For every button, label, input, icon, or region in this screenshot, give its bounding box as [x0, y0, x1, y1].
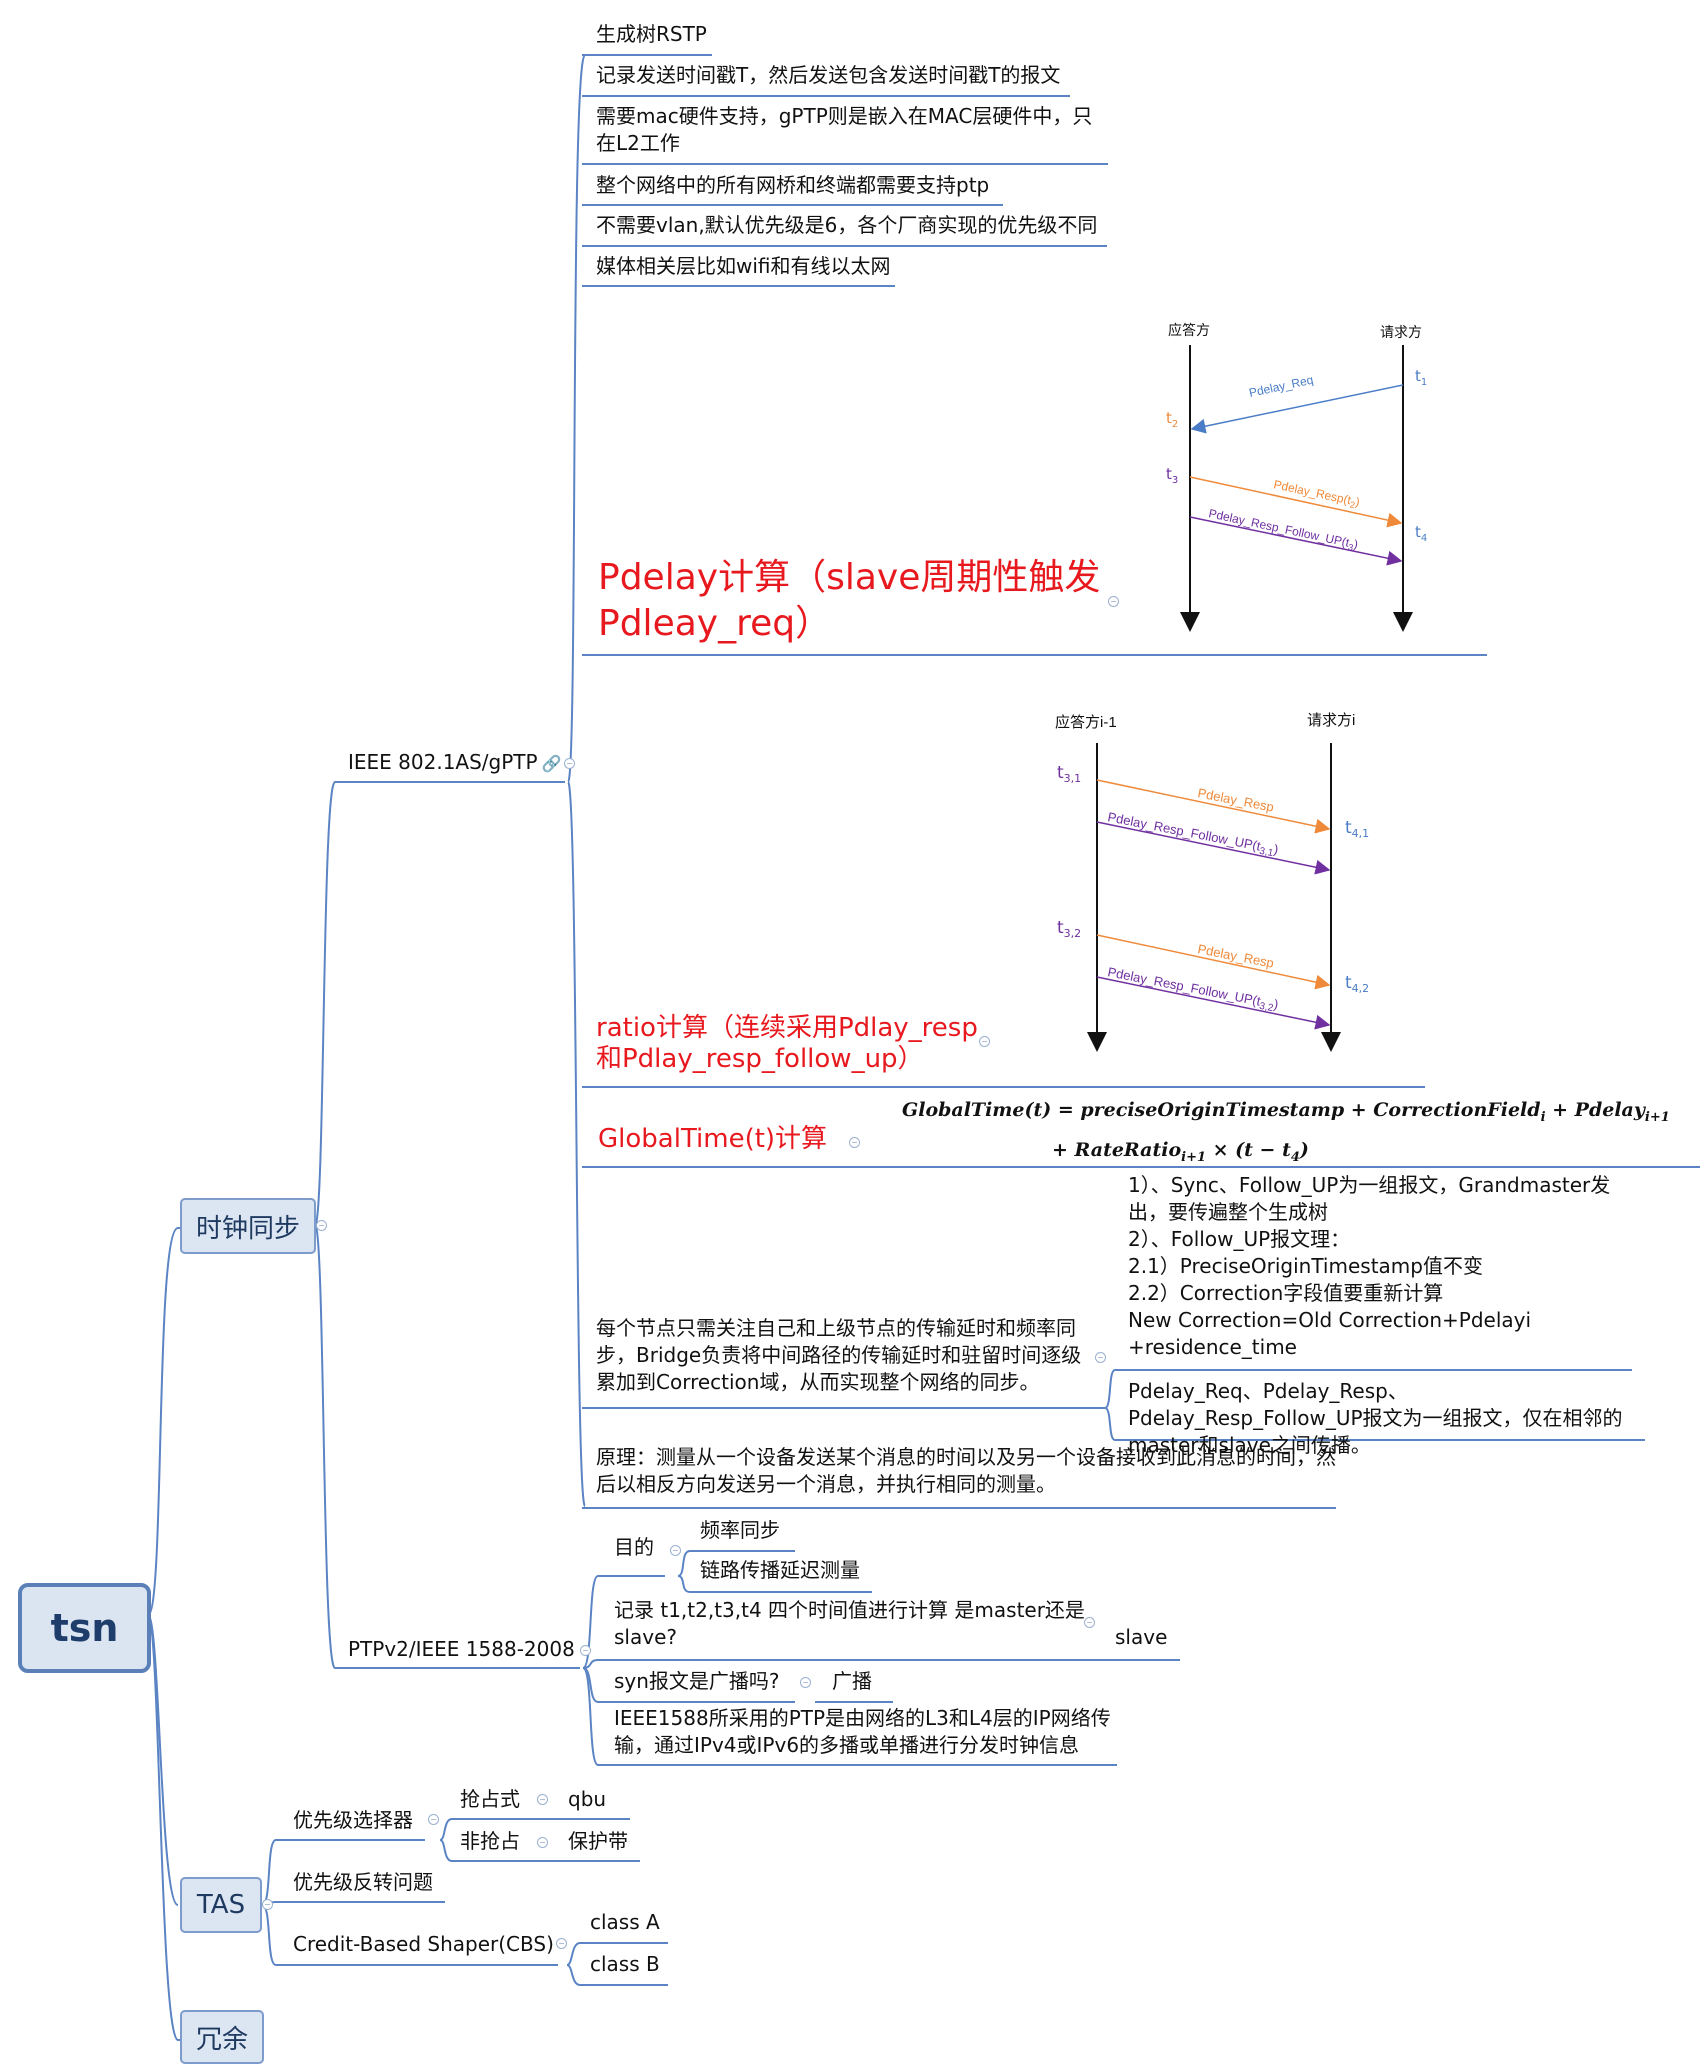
tas-preemptive-value[interactable]: qbu [568, 1787, 607, 1811]
sync-line: 2）、Follow_UP报文理： [1128, 1227, 1351, 1251]
ptp-record-answer[interactable]: slave [1115, 1625, 1168, 1649]
collapse-toggle-icon[interactable]: − [670, 1545, 681, 1556]
pdelay-resp-arrow [1189, 476, 1403, 528]
collapse-toggle-icon[interactable]: − [556, 1938, 567, 1949]
tas-cbs-class-b[interactable]: class B [590, 1952, 660, 1976]
t41-label: t4,1 [1345, 818, 1369, 840]
pdelay-sequence-diagram: 应答方 请求方 t1 t2 t3 t4 Pdelay_Req Pdelay_Re… [1166, 322, 1427, 632]
collapse-toggle-icon[interactable]: − [979, 1036, 990, 1047]
formula-line-2: + RateRatioi+1 × (t − t4) [1052, 1138, 1309, 1165]
collapse-toggle-icon[interactable]: − [537, 1837, 548, 1848]
node-clock-sync[interactable]: 时钟同步 [180, 1198, 316, 1254]
gptp-item-media[interactable]: 媒体相关层比如wifi和有线以太网 [596, 254, 891, 278]
pdelay-follow-label: Pdelay_Resp_Follow_UP(t3) [1207, 506, 1359, 553]
ptp-purpose-delay[interactable]: 链路传播延迟测量 [700, 1558, 860, 1582]
globaltime-formula: GlobalTime(t) = preciseOriginTimestamp +… [902, 1094, 1670, 1174]
principle-text[interactable]: 原理：测量从一个设备发送某个消息的时间以及另一个设备接收到此消息的时间，然后以相… [596, 1445, 1336, 1496]
gptp-item-vlan[interactable]: 不需要vlan,默认优先级是6，各个厂商实现的优先级不同 [596, 213, 1098, 237]
each-node-text[interactable]: 每个节点只需关注自己和上级节点的传输延时和频率同步，Bridge负责将中间路径的… [596, 1316, 1082, 1394]
pdelay-resp-arrow-1 [1096, 779, 1331, 834]
collapse-toggle-icon[interactable]: − [1095, 1352, 1106, 1363]
collapse-toggle-icon[interactable]: − [537, 1794, 548, 1805]
sync-line: 2.2）Correction字段值要重新计算 [1128, 1281, 1444, 1305]
pdelay-follow-label-1: Pdelay_Resp_Follow_UP(t3,1) [1106, 809, 1280, 860]
seq1-responder-label: 应答方 [1168, 322, 1210, 338]
pdelay-follow-label-2: Pdelay_Resp_Follow_UP(t3,2) [1106, 964, 1280, 1015]
ptp-syn[interactable]: syn报文是广播吗? [614, 1669, 780, 1693]
seq2-requester-label: 请求方i [1307, 712, 1355, 729]
pdelay-req-arrow [1190, 384, 1404, 434]
collapse-toggle-icon[interactable]: − [428, 1814, 439, 1825]
ptp-ieee1588[interactable]: IEEE1588所采用的PTP是由网络的L3和L4层的IP网络传输，通过IPv4… [614, 1706, 1111, 1757]
tas-nonpreemptive[interactable]: 非抢占 [460, 1829, 520, 1853]
gptp-item-mac[interactable]: 需要mac硬件支持，gPTP则是嵌入在MAC层硬件中，只在L2工作 [596, 104, 1093, 155]
t1-label: t1 [1415, 367, 1427, 388]
collapse-toggle-icon[interactable]: − [800, 1677, 811, 1688]
pdelay-calc-title[interactable]: Pdelay计算（slave周期性触发Pdleay_req） [598, 557, 1101, 644]
node-tas[interactable]: TAS [180, 1877, 262, 1933]
pdelay-follow-arrow [1189, 516, 1403, 566]
formula-line-1: GlobalTime(t) = preciseOriginTimestamp +… [902, 1099, 1670, 1125]
gptp-item-all-bridges[interactable]: 整个网络中的所有网桥和终端都需要支持ptp [596, 173, 990, 197]
ptp-syn-answer[interactable]: 广播 [832, 1669, 872, 1693]
tas-nonpreemptive-value[interactable]: 保护带 [568, 1829, 628, 1853]
t2-label: t2 [1166, 409, 1178, 430]
t4-label: t4 [1415, 523, 1427, 544]
collapse-toggle-icon[interactable]: − [262, 1899, 273, 1910]
collapse-toggle-icon[interactable]: − [1084, 1617, 1095, 1628]
collapse-toggle-icon[interactable]: − [580, 1645, 591, 1656]
collapse-toggle-icon[interactable]: − [849, 1137, 860, 1148]
t3-label: t3 [1166, 465, 1178, 486]
link-icon[interactable]: 🔗 [541, 754, 562, 773]
ratio-calc-title[interactable]: ratio计算（连续采用Pdlay_resp和Pdlay_resp_follow… [596, 1013, 978, 1074]
pdelay-resp-label-2: Pdelay_Resp [1196, 941, 1275, 970]
gptp-item-rstp[interactable]: 生成树RSTP [596, 22, 707, 46]
ptp-record[interactable]: 记录 t1,t2,t3,t4 四个时间值进行计算 是master还是slave? [614, 1598, 1085, 1649]
pdelay-req-label: Pdelay_Req [1248, 373, 1315, 400]
globaltime-calc-title[interactable]: GlobalTime(t)计算 [598, 1124, 828, 1154]
tas-priority-inversion[interactable]: 优先级反转问题 [293, 1870, 433, 1894]
sync-line: 出，要传遍整个生成树 [1128, 1200, 1328, 1224]
t42-label: t4,2 [1345, 973, 1369, 995]
collapse-toggle-icon[interactable]: − [316, 1220, 327, 1231]
ratio-sequence-diagram: 应答方i-1 请求方i t3,1 t4,1 t3,2 t4,2 Pdelay_R… [1055, 712, 1369, 1052]
seq2-responder-label: 应答方i-1 [1055, 713, 1117, 731]
node-ptpv2[interactable]: PTPv2/IEEE 1588-2008 [348, 1637, 575, 1661]
pdelay-group-text[interactable]: Pdelay_Req、Pdelay_Resp、Pdelay_Resp_Follo… [1128, 1379, 1623, 1457]
node-gptp[interactable]: IEEE 802.1AS/gPTP🔗 [348, 749, 562, 777]
pdelay-follow-arrow-2 [1096, 976, 1331, 1030]
pdelay-follow-arrow-1 [1096, 821, 1331, 875]
node-gptp-label: IEEE 802.1AS/gPTP [348, 750, 538, 774]
t31-label: t3,1 [1057, 763, 1081, 785]
tas-cbs-class-a[interactable]: class A [590, 1910, 660, 1934]
t32-label: t3,2 [1057, 918, 1081, 940]
seq1-requester-label: 请求方 [1380, 324, 1422, 340]
collapse-toggle-icon[interactable]: − [564, 758, 575, 769]
sync-line: 2.1）PreciseOriginTimestamp值不变 [1128, 1254, 1483, 1278]
sync-line: New Correction=Old Correction+Pdelayi [1128, 1308, 1532, 1332]
ptp-purpose[interactable]: 目的 [614, 1535, 654, 1559]
ptp-purpose-freq[interactable]: 频率同步 [700, 1518, 780, 1542]
sync-line: +residence_time [1128, 1335, 1297, 1359]
tas-preemptive[interactable]: 抢占式 [460, 1787, 520, 1811]
gptp-item-timestamp[interactable]: 记录发送时间戳T，然后发送包含发送时间戳T的报文 [596, 63, 1061, 87]
tas-cbs[interactable]: Credit-Based Shaper(CBS) [293, 1932, 554, 1956]
pdelay-resp-label: Pdelay_Resp(t2) [1272, 477, 1361, 511]
pdelay-resp-arrow-2 [1096, 934, 1331, 990]
tas-priority-selector[interactable]: 优先级选择器 [293, 1808, 413, 1832]
sync-line: 1）、Sync、Follow_UP为一组报文，Grandmaster发 [1128, 1173, 1611, 1197]
collapse-toggle-icon[interactable]: − [1108, 596, 1119, 607]
pdelay-resp-label-1: Pdelay_Resp [1196, 785, 1275, 814]
root-node[interactable]: tsn [18, 1583, 151, 1673]
sync-followup-notes[interactable]: 1）、Sync、Follow_UP为一组报文，Grandmaster发 出，要传… [1128, 1172, 1610, 1361]
